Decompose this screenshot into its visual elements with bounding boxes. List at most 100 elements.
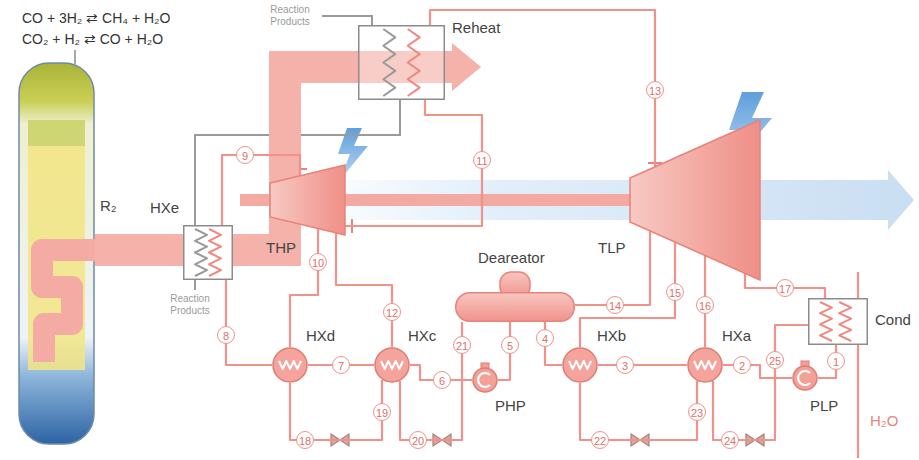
component-label: Reheat: [452, 20, 500, 37]
gas-flow-arrowhead: [452, 43, 481, 91]
component-label: THP: [266, 240, 296, 257]
node-outline: [808, 298, 868, 345]
stream-number: 24: [721, 431, 739, 449]
stream-number: 4: [536, 329, 554, 347]
stream-number: 6: [433, 371, 451, 389]
shape-part: [809, 299, 868, 345]
shape-part: [569, 361, 591, 369]
stream-number: 2: [733, 356, 751, 374]
equation-text: H₂O: [870, 412, 898, 430]
component-label: HXa: [722, 328, 751, 345]
pipe-line: [580, 242, 675, 347]
feedwater-heater: HXa: [687, 347, 723, 383]
leader-line: [74, 50, 76, 64]
pump: PHP: [472, 367, 498, 393]
shape-part: [270, 165, 345, 235]
reactor-vessel: R₂: [18, 62, 95, 445]
node-outline: [270, 165, 345, 235]
node-outline: [358, 25, 445, 100]
stream-number: 5: [501, 336, 519, 354]
shape-part: [209, 229, 221, 276]
shape-part: [408, 29, 420, 96]
component-label: TLP: [598, 240, 626, 257]
node-outline: [272, 347, 308, 383]
component-label: PLP: [810, 398, 838, 415]
feedwater-heater: HXc: [374, 347, 410, 383]
component-label: Deareator: [478, 250, 545, 267]
stream-number: 8: [217, 326, 235, 344]
stream-number: 15: [666, 283, 684, 301]
shape-part: [630, 120, 760, 280]
shape-part: [383, 29, 395, 96]
shape-part: [273, 348, 307, 382]
pipe-line: [345, 100, 482, 226]
component-label: HXc: [408, 328, 436, 345]
shape-part: [688, 348, 722, 382]
stream-number: 25: [766, 351, 784, 369]
stream-number: 17: [776, 279, 794, 297]
shape-part: [19, 63, 94, 444]
shape-part: [820, 302, 832, 341]
deareator-drum: Deareator: [455, 292, 575, 322]
shape-part: [359, 26, 445, 100]
note-text: Reaction Products: [262, 4, 318, 28]
equation-text: CO + 3H₂ ⇄ CH₄ + H₂O: [22, 10, 170, 27]
pipe-line: [430, 10, 655, 167]
heat-exchanger-box: HXe: [183, 225, 233, 280]
turbine: THP: [270, 165, 345, 235]
pipe-line: [226, 280, 272, 365]
shape-part: [563, 348, 597, 382]
stream-number: 19: [373, 403, 391, 421]
pump: PLP: [792, 365, 818, 391]
stream-number: 14: [606, 296, 624, 314]
node-outline: [630, 120, 760, 280]
shape-part: [839, 302, 851, 341]
stream-number: 18: [296, 431, 314, 449]
shape-part: [456, 293, 575, 322]
stream-number: 7: [332, 356, 350, 374]
note-text: Reaction Products: [162, 293, 218, 317]
condenser-box: Cond: [808, 298, 868, 345]
pipe-line: [400, 322, 462, 440]
stream-number: 13: [646, 81, 664, 99]
stream-number: 16: [696, 296, 714, 314]
component-label: HXe: [150, 200, 179, 217]
stream-number: 23: [688, 403, 706, 421]
node-outline: [183, 225, 233, 280]
pipe-line: [575, 231, 650, 305]
gas-flow-band: [95, 234, 183, 266]
component-label: PHP: [495, 398, 526, 415]
stream-number: 1: [827, 352, 845, 370]
pipe-line: [336, 233, 392, 347]
shape-part: [279, 361, 301, 369]
shape-part: [184, 226, 233, 280]
node-outline: [18, 62, 95, 445]
shape-part: [375, 348, 409, 382]
component-label: Cond: [875, 312, 911, 329]
valve-stem: [293, 163, 662, 233]
shape-part: [473, 368, 497, 392]
stream-number: 10: [309, 253, 327, 271]
reaction-products-line: [322, 16, 372, 25]
feedwater-heater: HXd: [272, 347, 308, 383]
equation-text: CO₂ + H₂ ⇄ CO + H₂O: [22, 31, 163, 48]
component-label: HXd: [306, 328, 335, 345]
node-outline: [792, 365, 818, 391]
stream-number: 3: [616, 356, 634, 374]
node-outline: [374, 347, 410, 383]
component-label: R₂: [100, 198, 117, 215]
node-outline: [687, 347, 723, 383]
pipe-line: [598, 364, 687, 366]
shape-part: [42, 250, 95, 362]
shape-part: [381, 361, 403, 369]
shape-part: [195, 229, 207, 276]
stream-number: 22: [591, 431, 609, 449]
gas-flow-band: [233, 67, 358, 250]
stream-number: 11: [473, 151, 491, 169]
feedwater-heater: HXb: [562, 347, 598, 383]
shape-part: [694, 361, 716, 369]
node-outline: [455, 292, 575, 322]
